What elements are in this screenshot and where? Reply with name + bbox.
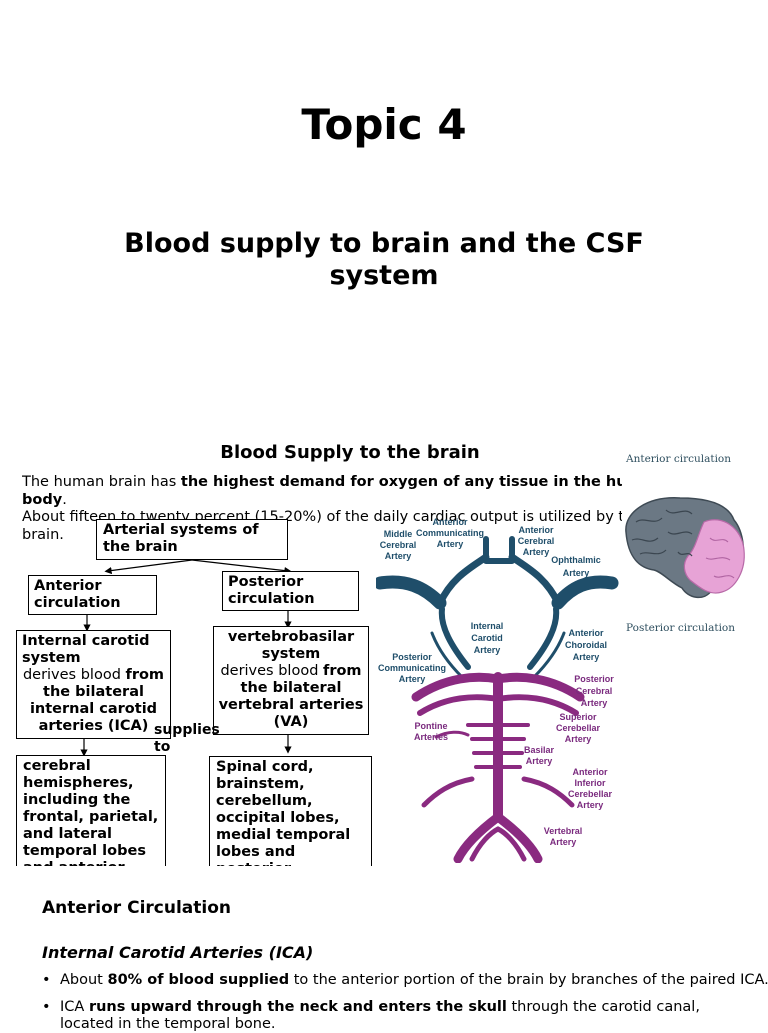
intro-emphasis: body (22, 491, 63, 508)
bullet-item: • About 80% of blood supplied to the ante… (42, 972, 768, 989)
bullet-text: ICA (60, 999, 89, 1015)
slide-title: Topic 4 (301, 100, 467, 149)
box-label: Internal carotid system (22, 633, 150, 666)
box-label: Spinal cord, brainstem, cerebellum, occi… (216, 759, 351, 866)
blood-supply-section: Blood Supply to the brain The human brai… (0, 430, 768, 866)
posterior-targets-box: Spinal cord, brainstem, cerebellum, occi… (209, 756, 372, 866)
bullet-text: through the carotid canal, (506, 999, 700, 1015)
intro-paragraph: The human brain has the highest demand f… (22, 474, 622, 544)
box-emphasis: from (323, 663, 362, 679)
anterior-vessels (373, 536, 619, 679)
intro-text: . (62, 491, 67, 508)
connector-arrow (104, 559, 193, 575)
posterior-circulation-box: Posterior circulation (222, 571, 359, 611)
intro-emphasis: the highest demand for oxygen of any tis… (180, 474, 622, 490)
ica-heading: Internal Carotid Arteries (ICA) (42, 943, 314, 962)
box-label: Anterior circulation (34, 578, 121, 611)
vertebrobasilar-box: vertebrobasilar system derives blood fro… (213, 626, 369, 735)
anterior-circulation-box: Anterior circulation (28, 575, 157, 615)
figure-caption: Posterior circulation (626, 622, 736, 634)
box-emphasis: the bilateral internal carotid arteries … (29, 684, 158, 734)
bullet-icon: • (42, 972, 51, 988)
bullet-emphasis: 80% of blood supplied (107, 972, 290, 988)
intro-text: The human brain has (22, 474, 181, 490)
connector-arrow (191, 559, 292, 575)
arterial-systems-box: Arterial systems of the brain (96, 519, 288, 560)
box-text: derives blood (22, 667, 126, 683)
slide-subtitle: Blood supply to brain and the CSF system (124, 228, 644, 291)
bullet-text: located in the temporal bone. (60, 1016, 276, 1032)
brain-circulation-figure: Anterior circulation Posterior circulati… (618, 452, 748, 634)
posterior-vessels (411, 672, 585, 864)
box-label: Posterior circulation (228, 574, 315, 607)
anterior-circulation-heading: Anterior Circulation (42, 898, 232, 918)
bullet-text: to the anterior portion of the brain by … (289, 972, 768, 988)
section-heading: Blood Supply to the brain (220, 442, 480, 463)
bullet-icon: • (42, 999, 51, 1015)
internal-carotid-box: Internal carotid system derives blood fr… (16, 630, 171, 739)
bullet-item: • ICA runs upward through the neck and en… (42, 999, 768, 1033)
brain-illustration (625, 497, 745, 599)
bullet-emphasis: runs upward through the neck and enters … (88, 999, 507, 1015)
box-emphasis: from (125, 667, 165, 683)
figure-caption: Anterior circulation (626, 453, 732, 465)
bullet-text: About (60, 972, 108, 988)
box-label: vertebrobasilar system (227, 629, 355, 662)
box-emphasis: the bilateral vertebral arteries (VA) (218, 680, 364, 730)
anterior-targets-box: cerebral hemispheres, including the fron… (16, 755, 166, 866)
supplies-label: supplies to (154, 722, 220, 755)
box-text: derives blood (220, 663, 324, 679)
box-label: cerebral hemispheres, including the fron… (23, 758, 159, 866)
intro-text: brain. (22, 526, 64, 543)
box-label: Arterial systems of the brain (103, 522, 259, 555)
